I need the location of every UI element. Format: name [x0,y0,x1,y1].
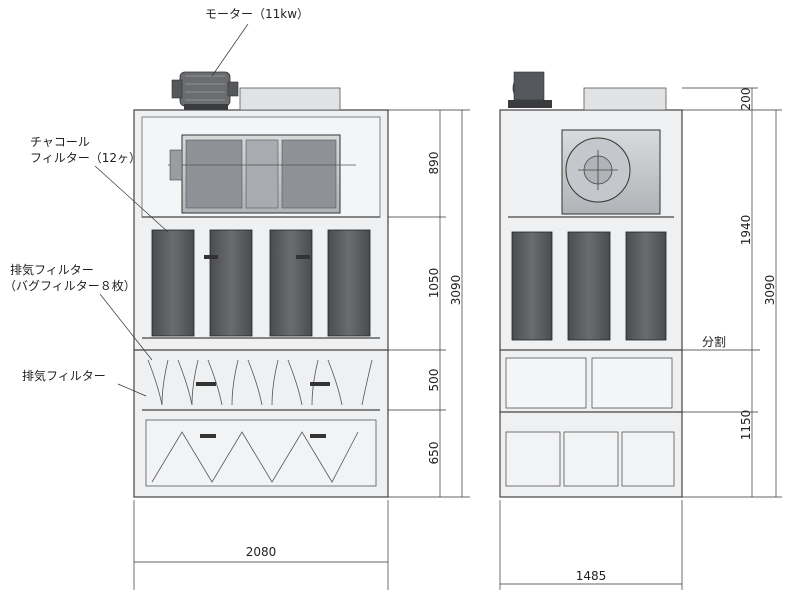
dim-bag: 1050 [427,268,441,299]
side-dimensions: 200 1940 1150 3090 1485 [499,88,782,590]
dim-side-width: 1485 [576,569,607,583]
dim-side-lower: 1150 [739,410,753,441]
bag-filter-panels [151,229,371,337]
side-filter-panels [511,231,667,341]
dim-front-total: 3090 [449,275,463,306]
dim-filter: 500 [427,369,441,392]
dim-charcoal: 890 [427,152,441,175]
bag-filter-label-line1: 排気フィルター [10,262,94,277]
exhaust-filter-pleats [147,359,373,406]
bag-filter-label-line2: （バグフィルター８枚） [4,278,136,293]
motor-icon [171,71,239,110]
charcoal-label-line2: フィルター（12ヶ） [30,151,141,165]
fan-box [561,129,661,215]
charcoal-filter-box [168,134,356,214]
exhaust-filter-label: 排気フィルター [22,368,106,383]
callouts: モーター（11kw） チャコール フィルター（12ヶ） 排気フィルター （バグフ… [4,7,760,397]
charcoal-label-line1: チャコール [30,135,90,149]
side-view [499,71,683,498]
front-dimensions: 890 1050 500 650 3090 2080 [133,109,470,590]
side-motor-icon [508,71,552,108]
split-label: 分割 [702,334,726,349]
dim-front-width: 2080 [246,545,277,559]
motor-label: モーター（11kw） [205,7,309,21]
dim-side-top: 200 [739,88,753,111]
dim-side-upper: 1940 [739,215,753,246]
dim-bottom: 650 [427,442,441,465]
front-view [133,71,389,498]
dim-side-total: 3090 [763,275,777,306]
